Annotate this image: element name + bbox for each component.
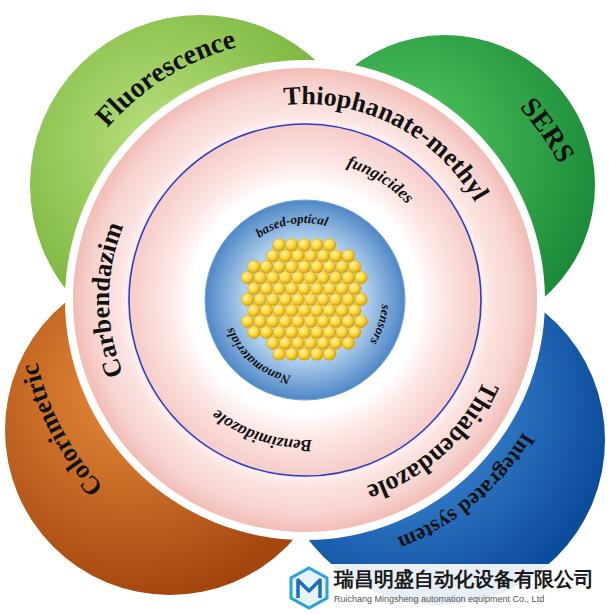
watermark-english: Ruichang Mingsheng automation equipment … [334,595,544,605]
fungicide-label: fungicides [345,152,418,207]
method-label: SERS [515,91,581,167]
sensor-label: based-optical [252,211,330,241]
outer-disc [65,60,545,540]
watermark-patch [282,564,611,614]
fungicide-label: Benzimidazole [208,406,314,456]
pink-ring [73,68,537,532]
blue-circle-line [129,124,481,476]
watermark-company: 瑞昌明盛自动化设备有限公司 [334,568,594,590]
inner-disc [205,200,405,400]
gold-nanoparticles [241,239,367,361]
fungicide-label: Carbendazim [86,218,129,382]
node-outline: based-optical sensorsNanomaterials [205,200,405,400]
fungicide-label: Thiabendazole [364,377,505,508]
fungicide-ring: Thiophanate-methylCarbendazimThiabendazo… [65,60,545,540]
sensor-label: Nanomaterials [222,326,293,388]
sensor-core: based-optical sensorsNanomaterials [205,200,405,400]
sensor-label: sensors [367,303,394,348]
company-logo [291,568,327,608]
